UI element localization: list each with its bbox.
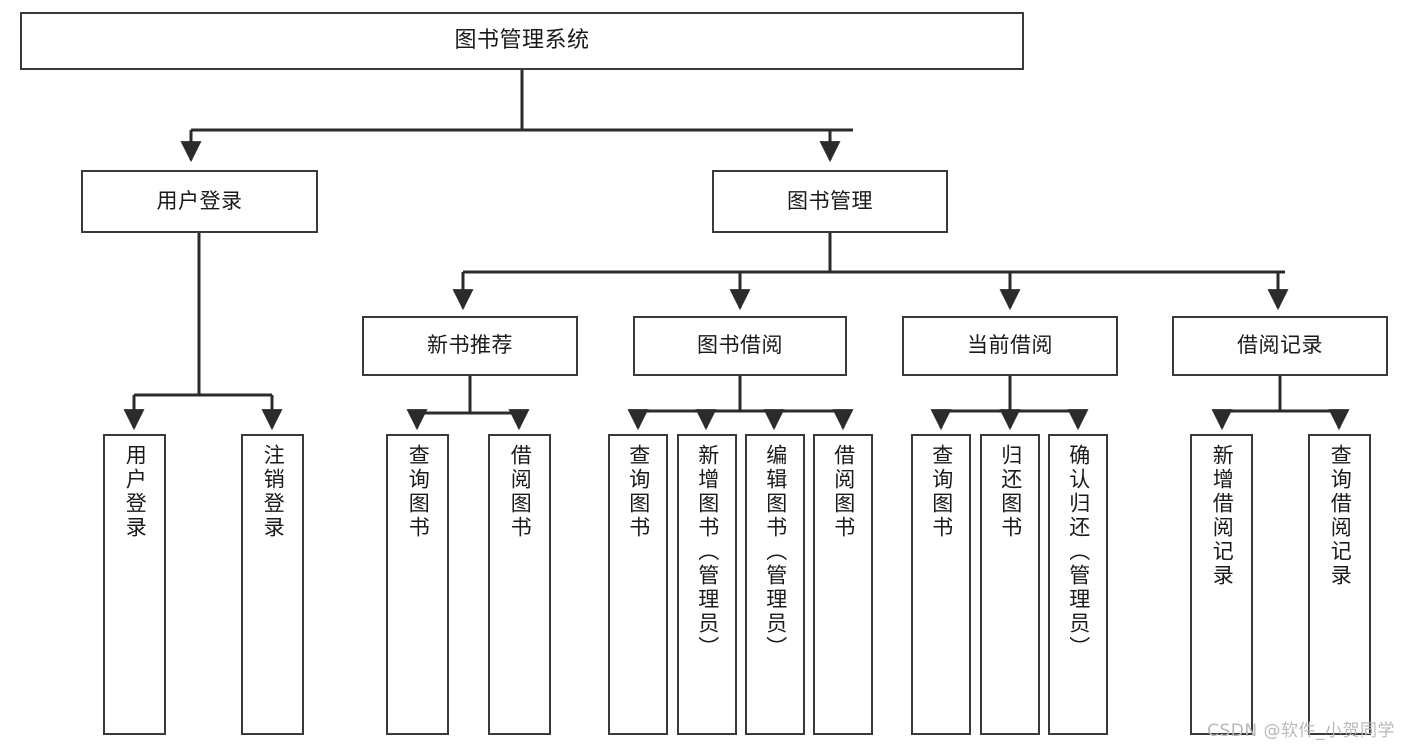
- node-label: 借阅记录: [1237, 333, 1323, 358]
- node-label: 图书管理系统: [454, 27, 590, 53]
- leaf-return-book[interactable]: 归还图书: [980, 434, 1040, 735]
- leaf-add-book-admin[interactable]: 新增图书（管理员）: [677, 434, 737, 735]
- node-label: 用户登录: [156, 188, 243, 213]
- node-label: 编辑图书（管理员）: [763, 444, 788, 660]
- node-label: 新增图书（管理员）: [695, 444, 720, 660]
- leaf-add-borrow-record[interactable]: 新增借阅记录: [1190, 434, 1253, 735]
- node-label: 图书借阅: [697, 333, 783, 358]
- node-label: 用户登录: [123, 444, 148, 540]
- leaf-query-book-borrow[interactable]: 查询图书: [608, 434, 668, 735]
- node-label: 归还图书: [998, 444, 1023, 540]
- node-new-book-recommend[interactable]: 新书推荐: [362, 316, 578, 376]
- leaf-logout[interactable]: 注销登录: [241, 434, 304, 735]
- node-current-borrow[interactable]: 当前借阅: [902, 316, 1118, 376]
- node-label: 查询图书: [929, 444, 954, 540]
- node-label: 新增借阅记录: [1210, 444, 1235, 588]
- leaf-query-borrow-record[interactable]: 查询借阅记录: [1308, 434, 1371, 735]
- node-label: 注销登录: [261, 444, 286, 540]
- node-borrow-record[interactable]: 借阅记录: [1172, 316, 1388, 376]
- leaf-confirm-return-admin[interactable]: 确认归还（管理员）: [1048, 434, 1108, 735]
- node-label: 查询借阅记录: [1328, 444, 1353, 588]
- leaf-borrow-book-recommend[interactable]: 借阅图书: [488, 434, 551, 735]
- node-book-borrow[interactable]: 图书借阅: [633, 316, 847, 376]
- csdn-watermark: CSDN @软件_小贺同学: [1207, 721, 1395, 741]
- leaf-edit-book-admin[interactable]: 编辑图书（管理员）: [745, 434, 805, 735]
- leaf-query-book-recommend[interactable]: 查询图书: [386, 434, 449, 735]
- node-root-system[interactable]: 图书管理系统: [20, 12, 1024, 70]
- node-label: 图书管理: [787, 188, 873, 213]
- node-label: 当前借阅: [967, 333, 1053, 358]
- leaf-user-login[interactable]: 用户登录: [103, 434, 166, 735]
- node-label: 查询图书: [626, 444, 651, 540]
- leaf-borrow-book[interactable]: 借阅图书: [813, 434, 873, 735]
- node-label: 查询图书: [406, 444, 431, 540]
- leaf-query-book-current[interactable]: 查询图书: [911, 434, 971, 735]
- node-label: 确认归还（管理员）: [1066, 444, 1091, 660]
- node-user-login[interactable]: 用户登录: [81, 170, 318, 233]
- node-label: 新书推荐: [427, 333, 513, 358]
- node-label: 借阅图书: [831, 444, 856, 540]
- node-book-management[interactable]: 图书管理: [712, 170, 948, 233]
- node-label: 借阅图书: [508, 444, 533, 540]
